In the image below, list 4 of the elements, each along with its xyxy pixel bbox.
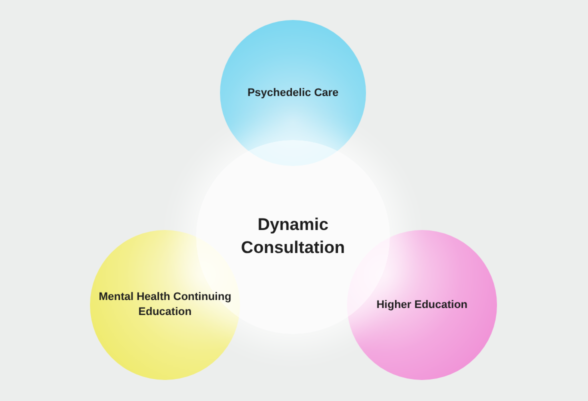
circle-label: Psychedelic Care: [247, 86, 339, 100]
circle-label: Higher Education: [376, 298, 468, 312]
circle-label: Mental Health Continuing Education: [98, 290, 232, 320]
circle-label: Dynamic Consultation: [240, 214, 346, 259]
